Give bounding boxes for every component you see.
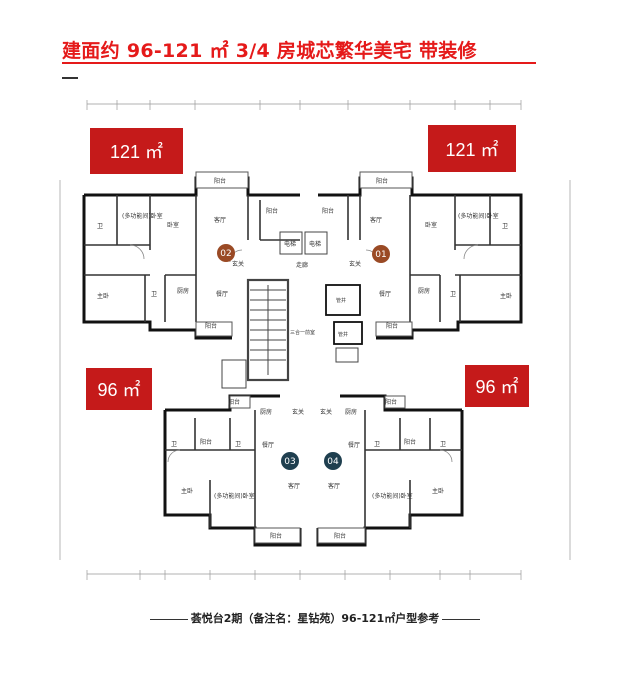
room-living: 客厅 [214, 216, 226, 224]
unit-badges: 02 01 03 04 [217, 244, 390, 470]
unit-number: 03 [284, 457, 295, 467]
room-entry: 玄关 [292, 408, 304, 416]
room-balcony: 阳台 [270, 532, 282, 540]
unit-number: 02 [220, 249, 231, 259]
unit-number: 04 [327, 457, 339, 467]
room-bath: 卫 [97, 223, 103, 230]
room-flex-bedroom: (多功能间)卧室 [458, 212, 499, 220]
room-bath: 卫 [151, 291, 157, 298]
room-pipe-well: 管井 [338, 331, 348, 338]
room-living: 客厅 [328, 482, 340, 490]
divider [62, 77, 78, 79]
room-bath: 卫 [450, 291, 456, 298]
caption-dash [149, 618, 188, 620]
room-master: 主卧 [181, 487, 193, 495]
room-balcony: 阳台 [266, 207, 278, 215]
room-entry: 玄关 [349, 260, 361, 268]
room-labels: 阳台 阳台 阳台 阳台 客厅 客厅 (多功能间)卧室 (多功能间)卧室 卧室 卧… [97, 177, 512, 540]
room-master: 主卧 [500, 292, 512, 300]
room-bath: 卫 [440, 441, 446, 448]
room-bedroom: 卧室 [167, 221, 179, 229]
room-living: 客厅 [288, 482, 300, 490]
room-living: 客厅 [370, 216, 382, 224]
room-bedroom: 卧室 [425, 221, 437, 229]
room-entry: 玄关 [320, 408, 332, 416]
room-pipe-well: 管井 [336, 297, 346, 304]
room-balcony: 阳台 [385, 398, 397, 406]
dimension-lines [59, 100, 571, 580]
room-balcony: 阳台 [334, 532, 346, 540]
room-elevator: 电梯 [284, 240, 296, 248]
room-master: 主卧 [97, 292, 109, 300]
room-corridor: 走廊 [296, 261, 308, 269]
area-tag: 96 ㎡ [86, 368, 152, 410]
room-bath: 卫 [235, 441, 241, 448]
room-bath: 卫 [502, 223, 508, 230]
room-dining: 餐厅 [379, 290, 391, 298]
room-kitchen: 厨房 [260, 408, 272, 416]
room-dining: 餐厅 [262, 441, 274, 449]
caption-text: 荟悦台2期（备注名：星钻苑）96-121㎡户型参考 [190, 612, 440, 625]
room-kitchen: 厨房 [418, 287, 430, 295]
room-balcony: 阳台 [322, 207, 334, 215]
room-bath: 卫 [374, 441, 380, 448]
stair-core [221, 231, 363, 389]
room-balcony: 阳台 [386, 322, 398, 330]
unit-number: 01 [375, 250, 386, 260]
plan-caption: 荟悦台2期（备注名：星钻苑）96-121㎡户型参考 [0, 610, 630, 626]
door-swings [129, 244, 479, 463]
room-elevator: 电梯 [309, 240, 321, 248]
area-tag: 121 ㎡ [90, 128, 183, 174]
interior-walls [84, 195, 521, 528]
room-kitchen: 厨房 [345, 408, 357, 416]
room-dining: 餐厅 [216, 290, 228, 298]
headline-underline [62, 62, 536, 64]
area-tag: 121 ㎡ [428, 125, 516, 172]
room-flex-bedroom: (多功能间)卧室 [372, 492, 413, 500]
room-balcony: 阳台 [404, 438, 416, 446]
room-flex-bedroom: (多功能间)卧室 [214, 492, 255, 500]
room-master: 主卧 [432, 487, 444, 495]
room-balcony: 阳台 [205, 322, 217, 330]
room-bath: 卫 [171, 441, 177, 448]
room-dining: 餐厅 [348, 441, 360, 449]
area-tag: 96 ㎡ [465, 365, 529, 407]
room-entry: 玄关 [232, 260, 244, 268]
room-flex-bedroom: (多功能间)卧室 [122, 212, 163, 220]
room-lobby: 三合一前室 [290, 329, 315, 336]
room-balcony: 阳台 [376, 177, 388, 185]
room-kitchen: 厨房 [177, 287, 189, 295]
headline-title: 建面约 96-121 ㎡ 3/4 房城芯繁华美宅 带装修 [62, 40, 477, 62]
balconies [195, 171, 413, 544]
room-balcony: 阳台 [200, 438, 212, 446]
room-balcony: 阳台 [228, 398, 240, 406]
room-balcony: 阳台 [214, 177, 226, 185]
caption-dash [442, 618, 481, 620]
